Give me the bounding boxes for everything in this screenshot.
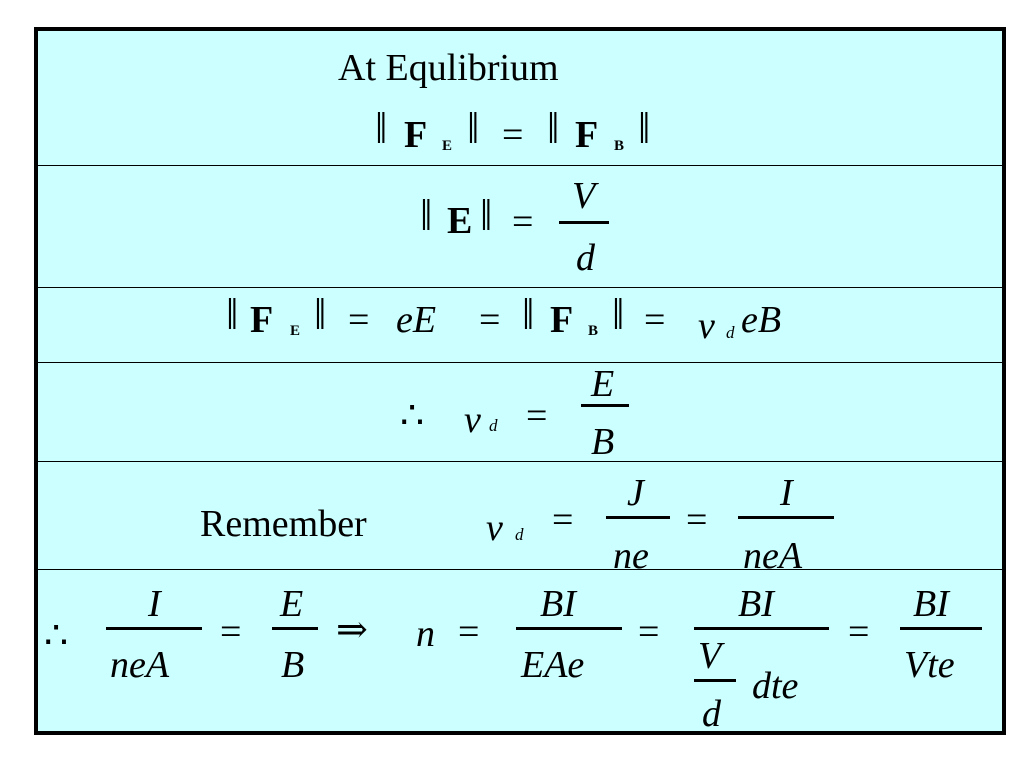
fraction-numerator: V — [572, 175, 596, 217]
field-symbol: E — [447, 200, 473, 242]
row-divider — [38, 165, 1002, 166]
fraction-bar — [559, 221, 609, 224]
subscript-b: B — [614, 138, 625, 154]
norm-close: ‖ — [480, 191, 493, 240]
force-symbol: F — [404, 114, 428, 156]
remember-label: Remember — [200, 503, 367, 545]
subscript-e: E — [290, 323, 301, 339]
fraction-bar — [516, 627, 622, 630]
fraction-bar — [606, 516, 670, 519]
equals-sign: = — [512, 201, 534, 243]
norm-close: ‖ — [467, 104, 480, 153]
fraction-bar — [272, 627, 318, 630]
norm-close: ‖ — [638, 104, 651, 153]
norm-close: ‖ — [612, 290, 625, 339]
equals-sign: = — [526, 395, 548, 437]
norm-open: ‖ — [420, 191, 433, 240]
row-divider — [38, 287, 1002, 288]
equals-sign: = — [644, 299, 666, 341]
fraction-numerator: J — [627, 472, 644, 514]
fraction-bar — [694, 627, 829, 630]
drift-velocity-symbol: v — [464, 399, 481, 441]
nested-fraction-numerator: V — [698, 635, 722, 677]
fraction-bar — [581, 404, 629, 407]
equals-sign: = — [220, 611, 242, 653]
fraction-numerator: BI — [738, 583, 774, 625]
nested-fraction-denominator: d — [702, 693, 721, 735]
force-symbol: F — [250, 299, 274, 341]
heading-text: At Equlibrium — [338, 47, 559, 89]
force-symbol: F — [550, 299, 574, 341]
fraction-numerator: BI — [540, 583, 576, 625]
row-divider — [38, 461, 1002, 462]
fraction-bar — [106, 627, 202, 630]
fraction-numerator: I — [148, 583, 161, 625]
fraction-numerator: E — [591, 363, 615, 405]
equals-sign: = — [348, 299, 370, 341]
subscript-b: B — [588, 323, 599, 339]
row-divider — [38, 362, 1002, 363]
fraction-denominator: B — [281, 644, 305, 686]
fraction-denominator: neA — [743, 535, 803, 577]
equals-sign: = — [848, 611, 870, 653]
fraction-denominator: d — [576, 237, 595, 279]
term-ee: eE — [396, 299, 437, 341]
fraction-denominator: B — [591, 421, 615, 463]
fraction-denominator: EAe — [521, 644, 585, 686]
fraction-denominator: Vte — [904, 644, 955, 686]
nested-fraction-bar — [694, 679, 736, 682]
denominator-term: dte — [752, 665, 799, 707]
subscript-d: d — [726, 323, 735, 342]
subscript-d: d — [515, 525, 524, 544]
slide-panel: At Equlibrium ‖ F E ‖ = ‖ F B ‖ ‖ E ‖ = … — [34, 27, 1006, 735]
equals-sign: = — [479, 299, 501, 341]
equals-sign: = — [638, 611, 660, 653]
force-symbol: F — [575, 114, 599, 156]
drift-velocity-symbol: v — [486, 507, 503, 549]
fraction-bar — [900, 627, 982, 630]
subscript-d: d — [489, 416, 498, 435]
implies-arrow: ⇒ — [336, 609, 368, 651]
fraction-numerator: E — [280, 583, 304, 625]
norm-open: ‖ — [522, 290, 535, 339]
equals-sign: = — [552, 499, 574, 541]
norm-open: ‖ — [226, 290, 239, 339]
norm-open: ‖ — [547, 104, 560, 153]
norm-close: ‖ — [314, 290, 327, 339]
fraction-bar — [738, 516, 834, 519]
norm-open: ‖ — [375, 104, 388, 153]
drift-velocity-symbol: v — [698, 305, 715, 347]
fraction-denominator: neA — [110, 644, 170, 686]
subscript-e: E — [442, 138, 453, 154]
term-eb: eB — [741, 299, 782, 341]
equals-sign: = — [502, 114, 524, 156]
fraction-denominator: ne — [613, 535, 649, 577]
therefore-symbol: ∴ — [44, 615, 69, 657]
therefore-symbol: ∴ — [400, 395, 425, 437]
equals-sign: = — [686, 499, 708, 541]
carrier-density-symbol: n — [416, 613, 435, 655]
equals-sign: = — [458, 611, 480, 653]
fraction-numerator: I — [780, 472, 793, 514]
row-divider — [38, 569, 1002, 570]
fraction-numerator: BI — [913, 583, 949, 625]
